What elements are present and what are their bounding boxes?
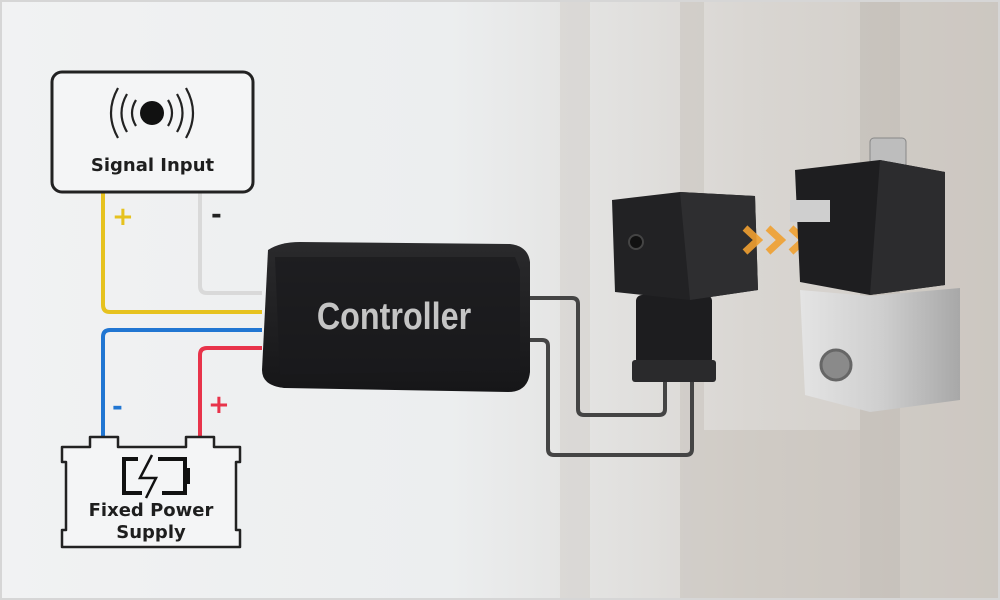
power-supply-label-line2: Supply xyxy=(116,522,186,543)
signal-minus-sign: - xyxy=(211,200,222,230)
output-wire-1 xyxy=(530,296,667,417)
power-minus-sign: - xyxy=(112,392,123,422)
power-supply-label: Fixed Power Supply xyxy=(60,500,242,544)
signal-plus-sign: + xyxy=(112,202,134,232)
signal-input-box xyxy=(50,70,255,194)
power-minus-wire xyxy=(101,328,262,437)
power-plus-wire xyxy=(198,346,262,437)
battery-charging-icon xyxy=(122,454,190,499)
controller-device xyxy=(262,242,530,392)
signal-input-label: Signal Input xyxy=(90,155,215,176)
power-plus-sign: + xyxy=(208,390,230,420)
power-supply-box xyxy=(60,435,242,549)
signal-broadcast-icon xyxy=(109,87,195,139)
solenoid-valve xyxy=(790,137,960,412)
power-supply-label-line1: Fixed Power xyxy=(88,500,214,521)
signal-plus-wire xyxy=(101,193,262,314)
controller-label: Controller xyxy=(316,296,472,338)
signal-minus-wire xyxy=(198,193,262,295)
output-wire-2 xyxy=(530,338,694,457)
valve-connector-plug xyxy=(612,192,758,382)
